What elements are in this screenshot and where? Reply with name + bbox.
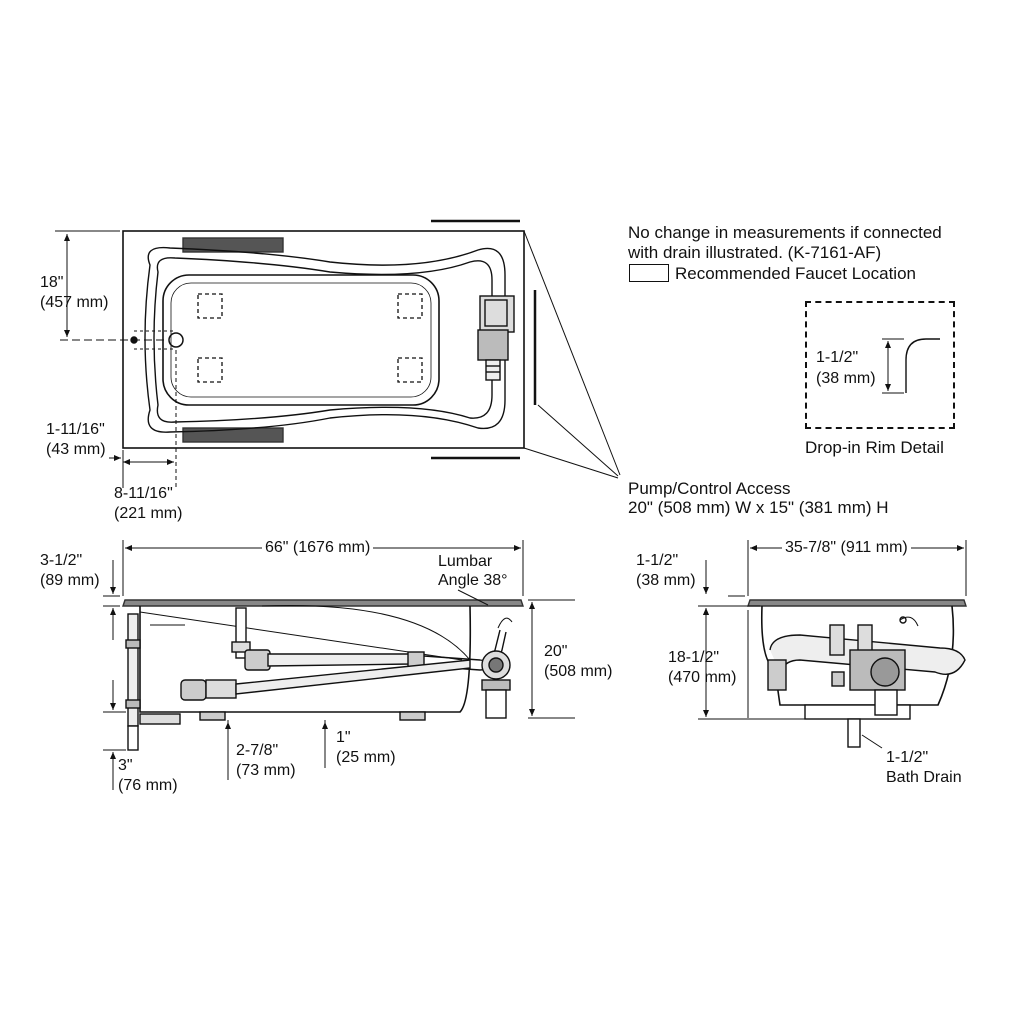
rim-detail [882,338,940,394]
dim-2-7-8: 2-7/8" [236,742,279,759]
faucet-location-legend-swatch [629,264,669,282]
dim-18: 18" [40,274,64,291]
dim-3: 3" [118,757,133,774]
dim-18-1-2: 18-1/2" [668,649,720,666]
rim-detail-title: Drop-in Rim Detail [805,438,944,457]
rim-detail-dim: 1-1/2" [816,349,859,366]
dim-1: 1" [336,729,351,746]
drain-circle [168,332,184,348]
plumbing-side [125,607,513,751]
faucet-location-legend: Recommended Faucet Location [675,264,916,283]
shell-end [760,605,955,706]
drain-note-line1: No change in measurements if connected [628,223,942,242]
plumbing-end [767,616,966,748]
dim-length-66: 66" (1676 mm) [262,538,374,558]
bowl-outer-rim [144,246,506,433]
rim-end [747,599,967,607]
basin-inner [170,282,432,398]
pump-access-line1: Pump/Control Access [628,479,791,498]
dim-2-7-8-mm: (73 mm) [236,762,296,779]
bath-drain-label: Bath Drain [886,769,962,786]
rim-detail-dim-mm: (38 mm) [816,370,876,387]
dim-end-1-1-2: 1-1/2" [636,552,679,569]
dim-8-11-16-mm: (221 mm) [114,505,183,522]
rim-detail-frame [805,301,955,429]
dim-20: 20" [544,643,568,660]
lumbar-line1: Lumbar [438,553,493,570]
dim-20-mm: (508 mm) [544,663,613,680]
top-view [55,219,621,488]
lumbar-line2: Angle 38° [438,572,508,589]
pump-access-line2: 20" (508 mm) W x 15" (381 mm) H [628,498,889,517]
end-view [698,540,967,749]
dim-18-1-2-mm: (470 mm) [668,669,737,686]
jet-markers [197,293,423,383]
dim-18-mm: (457 mm) [40,294,109,311]
pump-motor-top [477,295,515,381]
dim-3-1-2: 3-1/2" [40,552,83,569]
bath-drain-size: 1-1/2" [886,749,929,766]
dim-width-35-7-8: 35-7/8" (911 mm) [782,538,911,558]
side-view [103,540,575,790]
bowl-basin [162,274,440,406]
dim-3-1-2-mm: (89 mm) [40,572,100,589]
dim-1-mm: (25 mm) [336,749,396,766]
rim-side [122,599,524,607]
dim-end-1-1-2-mm: (38 mm) [636,572,696,589]
dim-8-11-16: 8-11/16" [114,485,173,502]
drain-note-line2: with drain illustrated. (K-7161-AF) [628,243,882,262]
bowl-middle-rim [153,257,493,423]
dim-3-mm: (76 mm) [118,777,178,794]
dim-1-11-16-mm: (43 mm) [46,441,106,458]
dim-1-11-16: 1-11/16" [46,421,105,438]
shell-side [139,605,472,713]
